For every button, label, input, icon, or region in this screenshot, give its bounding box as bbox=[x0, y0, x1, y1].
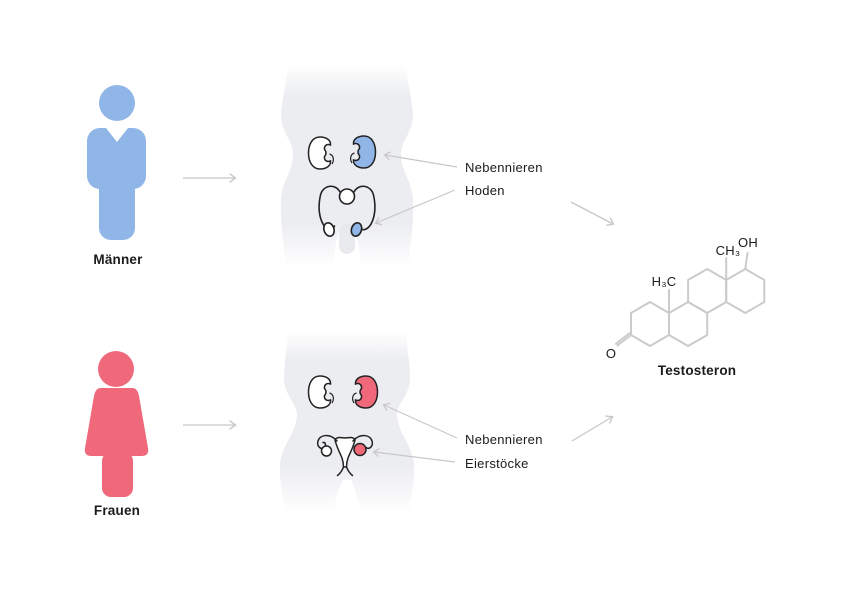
male-figure-icon bbox=[87, 85, 146, 240]
female-gonad-leader-arrow bbox=[372, 448, 456, 463]
methyl-group-top-label: CH₃ bbox=[715, 243, 741, 258]
female-torso-silhouette bbox=[279, 334, 415, 515]
ketone-oxygen-label: O bbox=[605, 346, 617, 361]
female-figure-icon bbox=[84, 351, 149, 497]
female-adrenal-label: Nebennieren bbox=[465, 432, 543, 447]
male-gonad-leader-arrow bbox=[374, 189, 456, 226]
male-torso-silhouette bbox=[280, 67, 414, 267]
testosterone-structure bbox=[615, 252, 766, 347]
female-adrenal-leader-arrow bbox=[382, 402, 458, 439]
female-gonad-label: Eierstöcke bbox=[465, 456, 529, 471]
male-adrenal-label: Nebennieren bbox=[465, 160, 543, 175]
female-figure-label: Frauen bbox=[93, 503, 141, 518]
molecule-name-label: Testosteron bbox=[657, 363, 737, 378]
male-figure-label: Männer bbox=[93, 252, 143, 267]
uterus-ovaries-icon bbox=[316, 434, 374, 477]
male-adrenal-leader-arrow bbox=[383, 151, 458, 168]
testes-icon bbox=[318, 185, 376, 237]
methyl-group-left-label: H₃C bbox=[651, 274, 677, 289]
male-gonad-label: Hoden bbox=[465, 183, 505, 198]
female-to-molecule-arrow bbox=[571, 415, 614, 442]
male-to-molecule-arrow bbox=[570, 201, 615, 227]
hydroxyl-group-label: OH bbox=[738, 235, 758, 250]
